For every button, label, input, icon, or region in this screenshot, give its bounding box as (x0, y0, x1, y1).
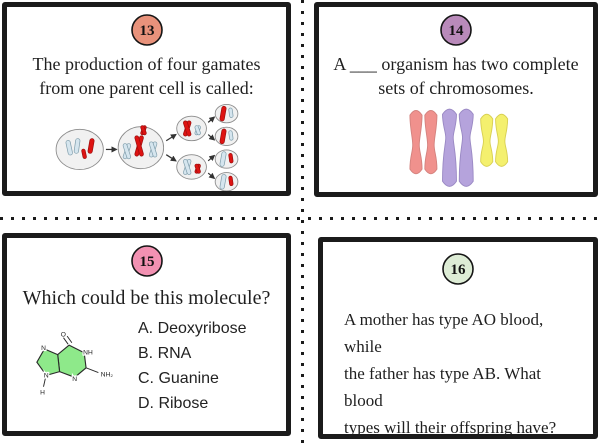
answer-option: B. RNA (138, 345, 192, 362)
atom-label-n: N (72, 376, 77, 383)
answer-options: A. Deoxyribose B. RNA C. Guanine D. Ribo… (138, 320, 247, 420)
guanine-molecule-diagram: O NH NH₂ N N N H (36, 330, 115, 398)
task-card-13: 13 The production of four gamates from o… (2, 2, 291, 196)
question-line: A ___ organism has two complete (333, 54, 579, 74)
cut-line-horizontal (0, 217, 600, 220)
chromosome-purple (458, 108, 474, 187)
card-number-badge: 14 (440, 14, 472, 46)
cut-line-vertical (301, 0, 304, 444)
answer-option: C. Guanine (138, 370, 219, 387)
atom-label-o: O (61, 332, 66, 339)
question-line: from one parent cell is called: (39, 78, 254, 99)
task-card-15: 15 Which could be this molecule? O NH NH… (2, 233, 291, 436)
chromosome-yellow (480, 113, 494, 167)
card-number-badge: 13 (130, 14, 163, 46)
pyrimidine-ring (57, 344, 87, 378)
card-number-badge: 15 (130, 245, 163, 277)
question-line: A mother has type AO blood, while (344, 310, 544, 356)
card-number: 16 (451, 262, 467, 278)
question-line: sets of chromosomes. (378, 78, 534, 99)
badge-circle (130, 245, 163, 277)
chromosome-purple (442, 108, 457, 187)
question-line: the father has type AB. What blood (344, 364, 542, 410)
question-line: types will their offspring have? (344, 418, 557, 437)
question-text: A ___ organism has two complete sets of … (333, 52, 578, 101)
answer-option: D. Ribose (138, 395, 209, 412)
atom-label-n: N (44, 372, 49, 379)
question-text: The production of four gamates from one … (33, 52, 261, 101)
parent-cell (55, 128, 104, 170)
badge-circle (442, 253, 474, 285)
task-card-14: 14 A ___ organism has two complete sets … (314, 2, 598, 197)
chromosome-yellow (495, 113, 509, 167)
chromosome-pairs-diagram (409, 108, 509, 187)
task-card-16: 16 A mother has type AO blood, while the… (318, 237, 598, 439)
gamete-cell (214, 126, 238, 146)
badge-circle (440, 14, 472, 46)
atom-label-h: H (40, 389, 45, 396)
meiosis-diagram (55, 103, 238, 191)
chromosome-pink (409, 109, 423, 174)
imidazole-ring (36, 348, 61, 377)
gamete-cell (214, 103, 238, 123)
answer-option: A. Deoxyribose (138, 320, 247, 337)
card-number-badge: 16 (442, 253, 474, 285)
atom-label-nh2: NH₂ (101, 371, 114, 378)
card-number: 15 (139, 254, 154, 270)
question-line: The production of four gamates (32, 54, 261, 74)
badge-circle (130, 14, 163, 46)
card-number: 13 (139, 23, 154, 39)
daughter-cell (175, 153, 207, 180)
gamete-cell (214, 171, 238, 191)
question-text: Which could be this molecule? (22, 287, 271, 309)
question-text: A mother has type AO blood, while the fa… (323, 306, 593, 441)
card-number: 14 (449, 23, 465, 39)
atom-label-n: N (41, 345, 46, 352)
daughter-cell (175, 115, 207, 141)
chromosome-pink (424, 109, 438, 174)
atom-label-nh: NH (83, 350, 93, 357)
gamete-cell (214, 149, 238, 169)
